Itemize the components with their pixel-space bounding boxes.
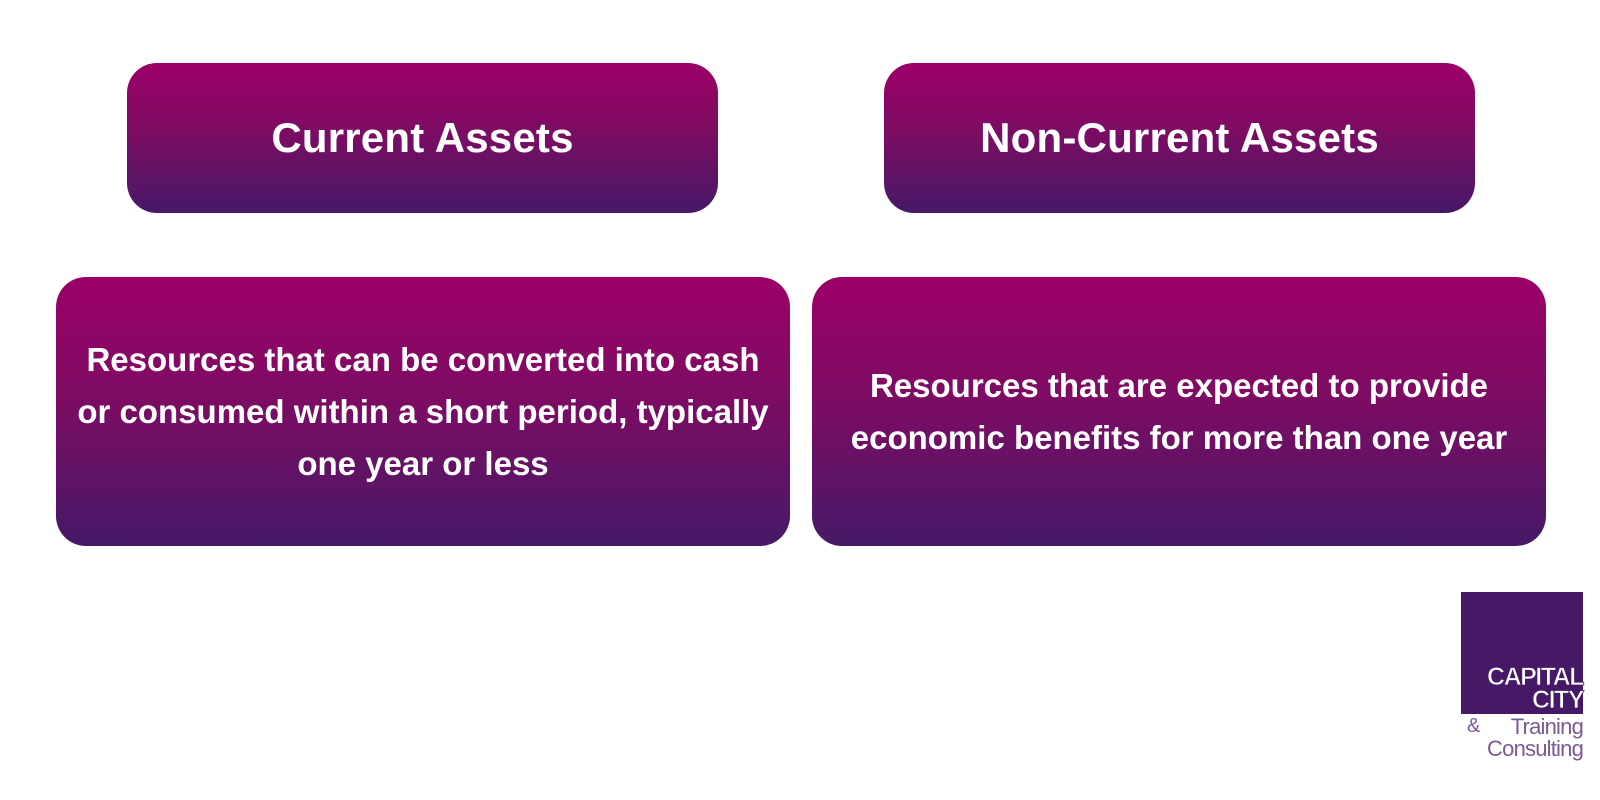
company-logo: CAPITAL CITY & Training Consulting [1461,592,1585,762]
current-assets-description-box: Resources that can be converted into cas… [56,277,790,546]
current-assets-heading-box: Current Assets [127,63,718,213]
logo-text-capital: CAPITAL [1487,663,1585,691]
logo-text-city: CITY [1532,686,1585,714]
non-current-assets-heading: Non-Current Assets [980,114,1379,161]
current-assets-heading: Current Assets [271,114,574,161]
non-current-assets-heading-box: Non-Current Assets [884,63,1475,213]
logo-text-training: Training [1510,714,1584,739]
non-current-assets-description: Resources that are expected to provide e… [850,366,1508,456]
non-current-assets-description-box: Resources that are expected to provide e… [812,277,1546,546]
logo-block [1461,592,1583,714]
logo-text-consulting: Consulting [1487,736,1584,761]
current-assets-description: Resources that can be converted into cas… [77,340,769,482]
logo-ampersand: & [1467,715,1481,737]
